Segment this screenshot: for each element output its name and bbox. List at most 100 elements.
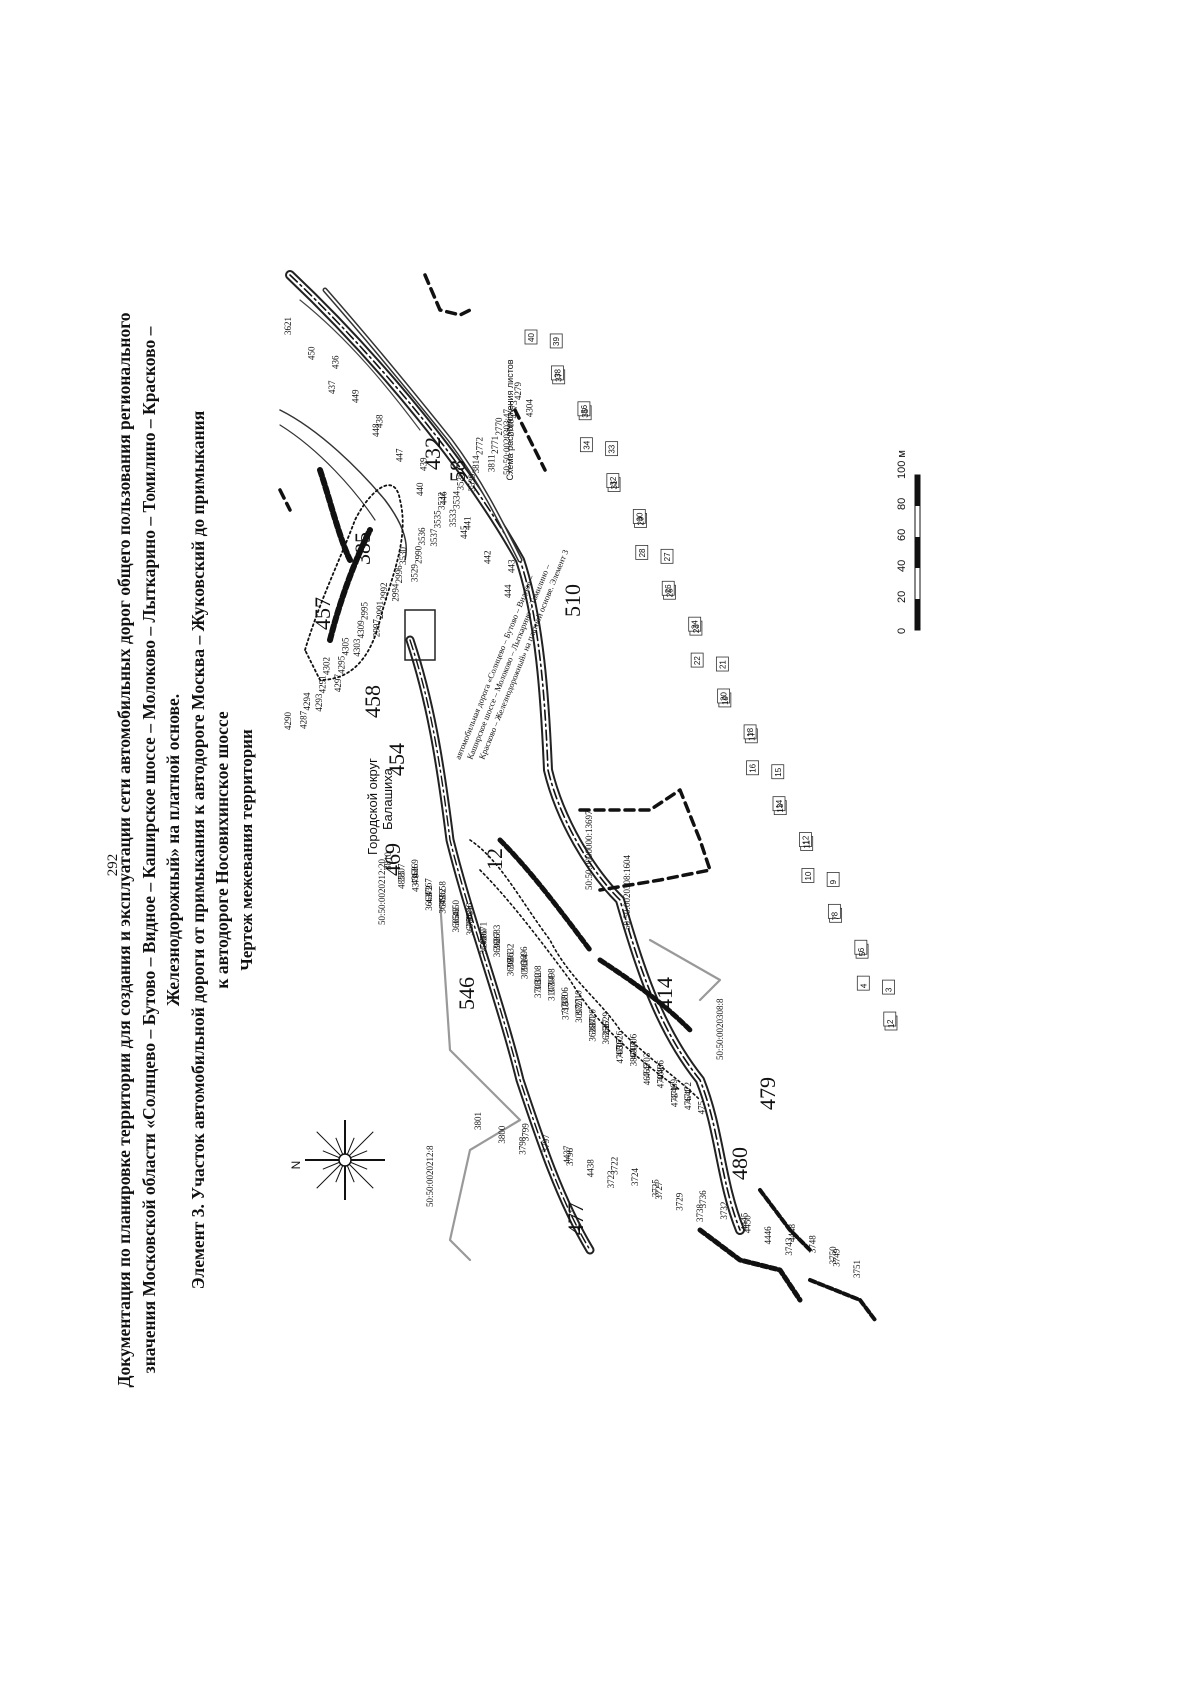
sheet-number-label: 5 [858, 951, 867, 956]
road-parcel-number-label: 449 [351, 389, 361, 403]
parcel-strip-upper [327, 527, 373, 643]
parcel-number-label: 4372 [424, 885, 434, 903]
parcel-number-label: 4295 [337, 655, 347, 674]
parcel-number-label: 4305 [341, 637, 351, 656]
sheet-number-label: 18 [746, 727, 755, 736]
parcel-number-label: 4450 [743, 1215, 753, 1234]
parcel-number-label: 3663 [424, 892, 434, 911]
parcel-number-label: 4705 [615, 1045, 625, 1064]
big-quarter-label: 510 [560, 584, 585, 617]
parcel-number-label: 3724 [630, 1168, 640, 1187]
parcel-strip-bottom [697, 1227, 803, 1303]
district-label-line2: Балашиха [380, 767, 395, 830]
scale-tick-label: 80 [896, 498, 908, 510]
parcel-number-label: 3703 [533, 980, 543, 999]
big-quarter-label: 454 [384, 743, 409, 776]
parcel-number-label: 2994 [390, 583, 400, 602]
parcel-number-label: 3799 [521, 1123, 531, 1142]
sheet-box [743, 724, 757, 740]
north-label: N [289, 1161, 303, 1170]
parcel-number-label: 3630 [587, 1016, 597, 1035]
big-quarter-label: 414 [652, 977, 677, 1010]
parcel-number-label: 3632 [506, 944, 516, 962]
parcel-number-label: 2770 [494, 417, 504, 436]
sheet-box [883, 1011, 897, 1027]
parcel-number-label: 3530 [398, 547, 408, 566]
sheet-box [771, 764, 785, 780]
parcel-number-label: 471 [669, 1086, 679, 1100]
sheet-number-label: 9 [829, 879, 838, 884]
sheet-number-label: 8 [830, 911, 839, 916]
sheet-number-label: 3 [885, 987, 894, 992]
sheet-box [746, 760, 759, 776]
parcel-number-label: 466 [656, 1060, 666, 1074]
structure-rect [404, 609, 436, 661]
parcel-number-label: 3723 [606, 1170, 616, 1189]
parcel-number-label: 465 [642, 1064, 652, 1078]
parcel-number-label: 3798 [517, 1136, 527, 1155]
parcel-number-label: 3538 [456, 472, 466, 491]
parcel-number-label: 3098 [546, 968, 556, 987]
parcel-number-label: 3691 [506, 951, 516, 969]
parcel-number-label: 2992 [379, 583, 389, 601]
sheet-box [660, 548, 674, 564]
sheet-number-label: 20 [720, 692, 729, 701]
parcel-number-label: 4706 [628, 1033, 638, 1052]
road-parcel-number-label: 443 [506, 559, 516, 573]
parcel-number-label: 2997 [371, 619, 381, 638]
sheet-box [635, 544, 649, 560]
parcel-number-label: 4370 [410, 873, 420, 892]
sheet-number-label: 24 [691, 620, 700, 629]
sheet-number-label: 22 [693, 656, 702, 665]
sheet-box [577, 401, 591, 417]
parcel-number-label: 4291 [318, 675, 328, 693]
big-quarter-label: 385 [350, 532, 375, 565]
parcel-number-label: 3743 [784, 1237, 794, 1256]
parcel-number-label: 4294 [302, 692, 312, 711]
parcel-number-label: 3807 [397, 863, 407, 882]
parcel-number-label: 4367 [424, 878, 434, 897]
parcel-number-label: 2769 [505, 418, 515, 437]
parcel-strip-lower-2 [597, 957, 693, 1033]
thin-boundary-1 [279, 409, 407, 561]
parcel-number-label: 3539 [467, 473, 477, 492]
outer-boundary-gray-2 [648, 938, 722, 1002]
parcel-number-label: 3811 [486, 454, 496, 472]
sheet-number-label: 13 [776, 803, 785, 812]
parcel-number-label: 468 [656, 1067, 666, 1081]
sheet-number-label: 39 [552, 336, 561, 345]
big-quarter-label: 546 [454, 977, 479, 1010]
parcel-number-label: 3803 [628, 1048, 638, 1067]
road-parcel-number-label: 444 [503, 584, 513, 598]
parcel-number-label: 3669 [465, 910, 475, 929]
parcel-number-label: 4438 [586, 1159, 596, 1178]
parcel-number-label: 2996 [394, 565, 404, 584]
parcel-number-label: 3696 [519, 946, 529, 965]
road-parcel-number-label: 438 [374, 414, 384, 428]
parcel-number-label: 4302 [321, 657, 331, 675]
parcel-number-label: 3736 [698, 1190, 708, 1209]
sheet-box [882, 979, 895, 995]
parcel-number-label: 3658 [437, 881, 447, 900]
sheet-number-label: 32 [609, 476, 618, 485]
big-quarter-label: 480 [727, 1147, 752, 1180]
road-parcel-number-label: 442 [483, 551, 493, 565]
parcel-number-label: 3532 [436, 492, 446, 510]
cadastral-number-label: 50:50:0000000:13697 [584, 810, 594, 890]
cadastral-number-label: 50:50:0020303:47 [502, 408, 512, 475]
sheet-number-label: 4 [859, 983, 868, 988]
road-parcel-number-label: 447 [395, 448, 405, 462]
parcel-number-label: 3708 [560, 994, 570, 1013]
parcel-number-label: 3748 [808, 1235, 818, 1254]
parcel-number-label: 2990 [413, 545, 423, 564]
big-quarter-label: 479 [755, 1077, 780, 1110]
parcel-number-label: 3114 [519, 954, 529, 972]
sheet-number-label: 31 [610, 480, 619, 489]
sheet-number-label: 21 [718, 660, 727, 669]
sheet-number-label: 15 [774, 767, 783, 776]
compass-center [338, 1153, 352, 1167]
sheet-box [551, 365, 564, 381]
road-parcel-number-label: 436 [330, 355, 340, 369]
